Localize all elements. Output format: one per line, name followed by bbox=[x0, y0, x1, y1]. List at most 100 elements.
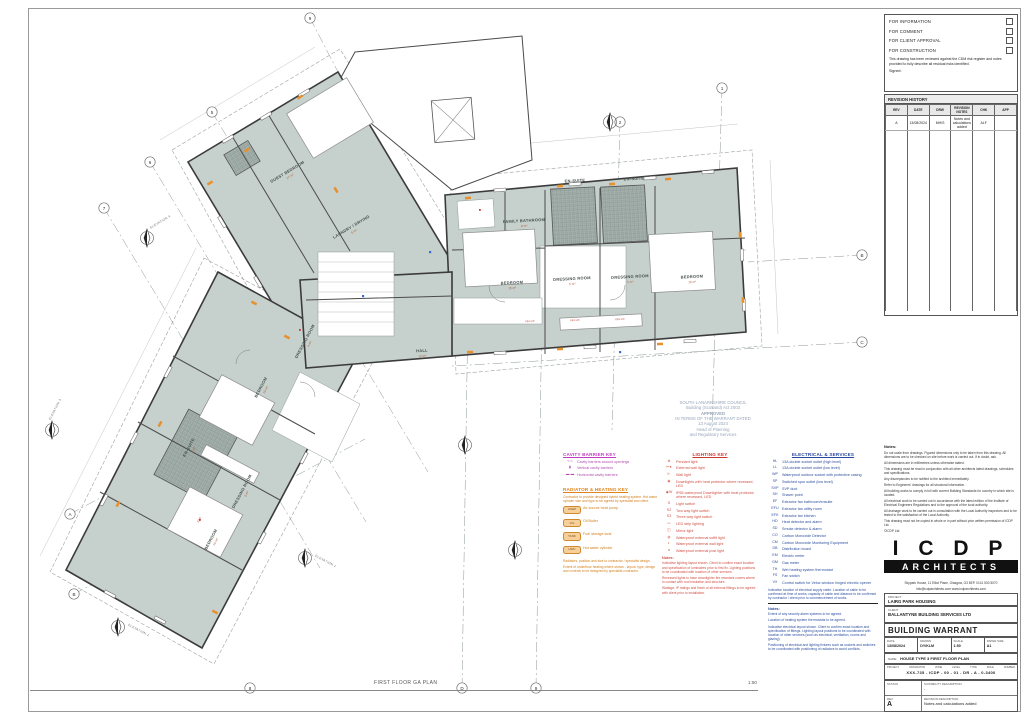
drawing-fields-box: DATE 13/08/2024 DRAWN DY/KLM SCALE 1:50 … bbox=[884, 637, 1018, 653]
legend-symbol: ◐ bbox=[667, 541, 671, 546]
project-value: LAIRG PARK HOUSING bbox=[888, 599, 936, 604]
legend-symbol: ◍ bbox=[667, 534, 671, 539]
electrical-key-title: ELECTRICAL & SERVICES bbox=[791, 452, 855, 457]
legend-label: Wet heating system thermostat bbox=[782, 567, 833, 572]
grid-bubble: A bbox=[64, 508, 76, 520]
legend-item: ∿∿Cavity barriers around openings bbox=[563, 458, 661, 464]
grid-bubble: D bbox=[456, 682, 468, 694]
legend-item: ▬ ▬Horizontal cavity barriers bbox=[563, 472, 661, 477]
legend-label: Vertical cavity barriers bbox=[577, 466, 614, 471]
legend-symbol: ▮ bbox=[569, 465, 571, 470]
drawing-name-box: NAME: HOUSE TYPE 3 FIRST FLOOR PLAN bbox=[884, 653, 1018, 664]
plan-annotation: VELUX bbox=[525, 319, 535, 324]
legend-label: Shaver point bbox=[782, 493, 803, 498]
legend-label: Control switch for Velux window hinged e… bbox=[782, 581, 872, 585]
rooflight bbox=[430, 96, 476, 144]
text-line: Building (Scotland) Act 2003 bbox=[686, 405, 740, 411]
revision-cell: REV A bbox=[887, 697, 893, 708]
elevation-marker: ELEVATION 4 bbox=[140, 214, 171, 248]
legend-item: ◉Downlights with heat protector where re… bbox=[662, 479, 758, 489]
lighting-notes-title: Notes: bbox=[662, 555, 674, 560]
grid-bubble: 9 bbox=[530, 682, 542, 694]
legend-symbol: ♦ bbox=[668, 548, 670, 553]
legend-symbol: ASHP bbox=[563, 505, 581, 515]
legend-label: Wall light bbox=[676, 473, 691, 477]
grid-bubble: B bbox=[856, 249, 868, 261]
legend-label: Hot water cylinder bbox=[583, 545, 613, 550]
notes-title: Notes: bbox=[884, 444, 897, 449]
general-notes-box: Notes: Do not scale from drawings. Figur… bbox=[884, 444, 1018, 536]
svg-text:15 m²: 15 m² bbox=[262, 385, 269, 394]
text-line: Wattage, IP ratings and finish of all ex… bbox=[662, 586, 756, 595]
name-label: NAME: bbox=[888, 656, 898, 661]
heating-key-title: RADIATOR & HEATING KEY bbox=[563, 487, 629, 492]
legend-item: ▭ LED strip lighting bbox=[662, 521, 758, 527]
legend-label: Waterproof outdoor socket with protectiv… bbox=[782, 473, 862, 477]
suitability-cell: SUITABILITY DESCRIPTION - bbox=[921, 681, 1017, 696]
legend-symbol: OIL bbox=[563, 519, 581, 528]
issue-check-label: FOR COMMENT bbox=[889, 28, 923, 34]
legend-item: ⊩Wall light bbox=[662, 472, 758, 477]
cavity-barrier-key: CAVITY BARRIER KEY ∿∿Cavity barriers aro… bbox=[563, 452, 661, 480]
grid-bubble: 1 bbox=[716, 82, 728, 94]
legend-label: Gas meter bbox=[782, 560, 800, 565]
issue-checkbox bbox=[1006, 46, 1013, 54]
svg-text:9: 9 bbox=[535, 686, 538, 691]
legend-symbol: ⊕ bbox=[667, 458, 671, 463]
legend-label: Oil Boiler bbox=[583, 519, 598, 524]
legend-label: Fuel storage tank bbox=[583, 532, 612, 537]
legend-symbol: S2 bbox=[666, 507, 672, 512]
legend-symbol: HD bbox=[772, 519, 778, 524]
text-line: This drawing must not be copied in whole… bbox=[884, 519, 1013, 527]
legend-item: ◫Mirror light bbox=[662, 528, 758, 533]
svg-text:1: 1 bbox=[721, 86, 724, 91]
logo-initials: I C D P bbox=[892, 537, 1010, 560]
plan-scale: 1:50 bbox=[748, 680, 757, 685]
legend-label: Waterproof external post light bbox=[676, 549, 725, 554]
legend-label: LED strip lighting bbox=[676, 522, 704, 527]
text-line: Extent of underfloor heating where shown… bbox=[563, 565, 656, 574]
service-marks bbox=[199, 209, 622, 521]
legend-label: Distribution board bbox=[782, 547, 811, 552]
legend-symbol: HWC bbox=[563, 545, 581, 554]
plan-annotation: VELUX bbox=[570, 318, 580, 323]
legend-symbol: ▭ bbox=[667, 521, 671, 526]
svg-text:BEDROOM: BEDROOM bbox=[500, 279, 523, 285]
architect-contacts: info@icdparchitects.com www.icdparchitec… bbox=[916, 587, 986, 591]
issue-check-row: FOR CLIENT APPROVAL bbox=[889, 37, 1013, 45]
svg-text:6 m²: 6 m² bbox=[190, 446, 196, 453]
text-line: All electrical work to be carried out in… bbox=[884, 499, 1009, 507]
grid-bubble: 5 bbox=[206, 106, 218, 118]
heating-key-note: Contractor to provide designed hybrid he… bbox=[563, 494, 658, 503]
legend-label: Carbon Monoxide Detector bbox=[782, 533, 827, 538]
legend-label: Fan switch bbox=[782, 574, 800, 579]
svg-text:5 m²: 5 m² bbox=[243, 490, 249, 497]
legend-symbol: ∿∿ bbox=[566, 458, 574, 463]
text-line: Positioning of electrical and lighting f… bbox=[768, 643, 876, 652]
supply-cable-symbol bbox=[768, 603, 878, 605]
text-line: Do not scale from drawings. Figured dime… bbox=[884, 451, 1006, 459]
legend-symbol: SP bbox=[772, 478, 778, 483]
svg-text:6 m²: 6 m² bbox=[350, 228, 357, 235]
text-line: Radiators, position and size to contract… bbox=[563, 558, 651, 563]
legend-label: 13A double socket outlet (high level) bbox=[782, 459, 842, 464]
legend-symbol: EM bbox=[772, 553, 778, 557]
legend-symbol: TANK bbox=[563, 532, 581, 541]
svg-text:5: 5 bbox=[211, 110, 214, 115]
client-value: BALLANTYNE BUILDING SERVICES LTD bbox=[888, 612, 972, 617]
